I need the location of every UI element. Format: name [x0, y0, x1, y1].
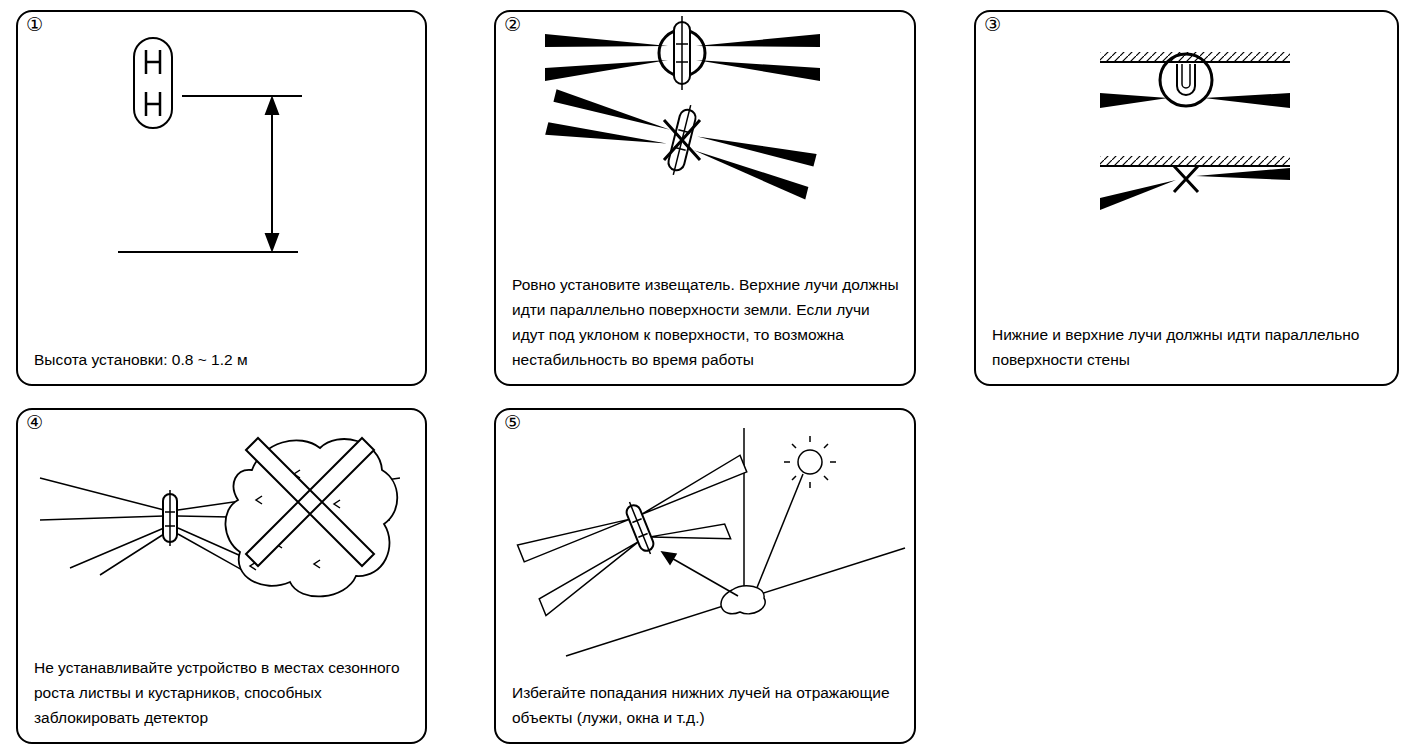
step-panel: ① Высота установки: 0.8 ~ 1.2 м: [16, 10, 427, 386]
step-panel: ④ Не устанавливайте устройство в местах с…: [16, 408, 427, 744]
foliage-figure: [40, 438, 400, 596]
step-panel: ③ Нижние и верхние лучи должны идти парал…: [974, 10, 1399, 386]
step-panel: ⑤ Избегайте попадания нижних лучей на отр…: [494, 408, 916, 744]
instruction-text: Высота установки: 0.8 ~ 1.2 м: [34, 347, 411, 372]
instruction-text: Ровно установите извещатель. Верхние луч…: [512, 272, 900, 372]
wall-figure: [1100, 52, 1290, 210]
callout-number: ③: [984, 14, 1001, 37]
callout-number: ⑤: [504, 412, 521, 435]
level-figure: [543, 16, 820, 207]
height-figure: [118, 38, 302, 252]
callout-number: ④: [26, 412, 43, 435]
instruction-text: Нижние и верхние лучи должны идти паралл…: [992, 322, 1383, 372]
instruction-text: Избегайте попадания нижних лучей на отра…: [512, 680, 900, 730]
step-panel: ② Ровно установите извещатель. Верхние лу…: [494, 10, 916, 386]
reflection-figure: [517, 428, 905, 656]
callout-number: ②: [504, 14, 521, 37]
instruction-text: Не устанавливайте устройство в местах се…: [34, 655, 411, 730]
callout-number: ①: [26, 14, 43, 37]
